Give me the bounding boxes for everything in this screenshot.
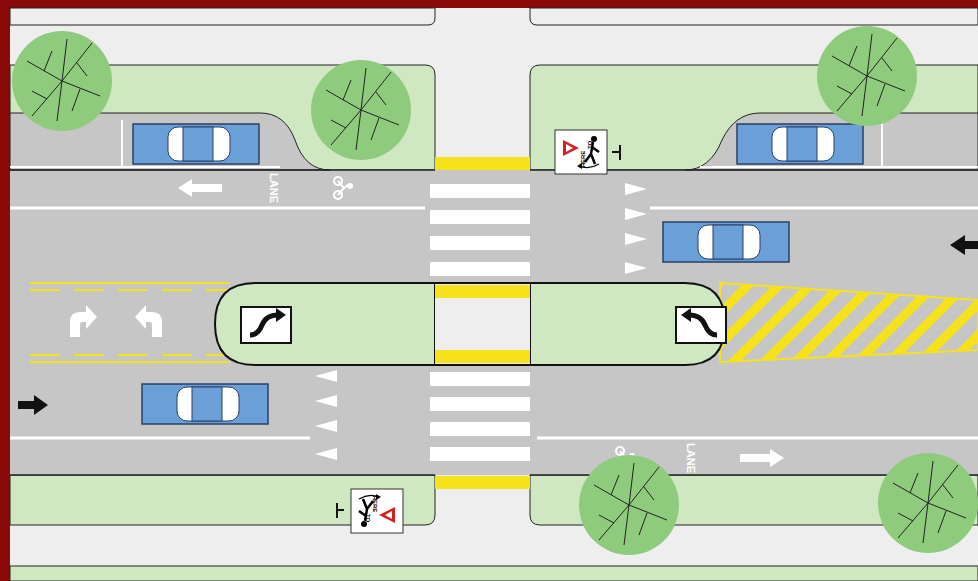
sign-text: HERE — [372, 496, 378, 513]
sign-text: HERE — [580, 151, 586, 168]
lane-marking: LANE — [685, 443, 696, 473]
sign-text: TO — [587, 141, 593, 149]
sign-text: TO — [365, 514, 371, 522]
lane-marking: LANE — [268, 173, 279, 203]
